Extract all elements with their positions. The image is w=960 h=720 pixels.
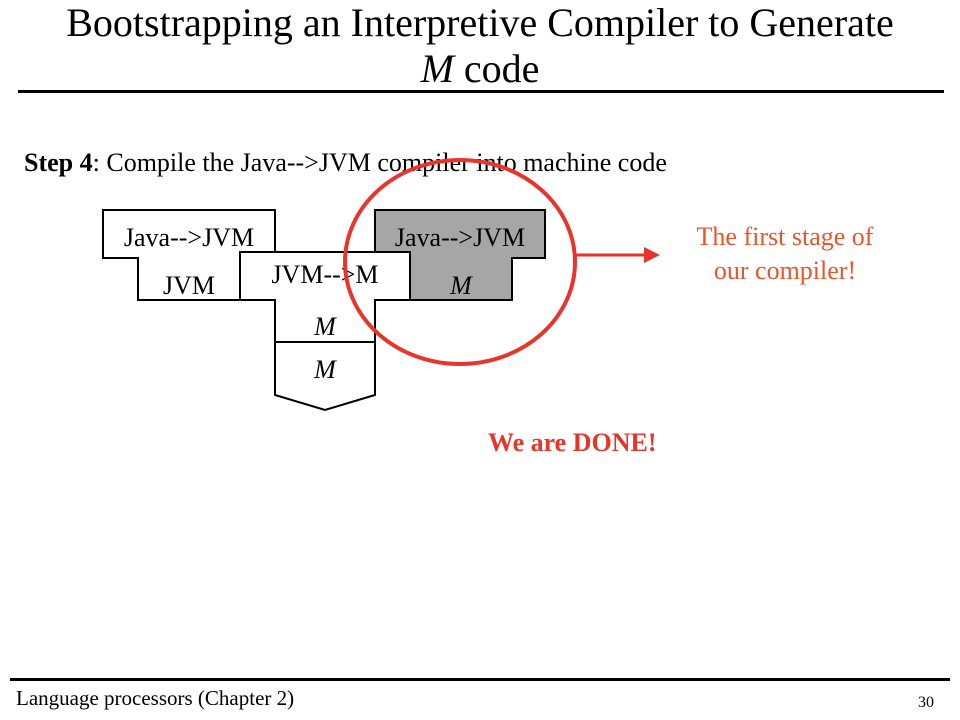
page-number: 30 [918, 694, 934, 711]
callout-note-line1: The first stage of [696, 222, 874, 251]
title-main: Bootstrapping an Interpretive Compiler t… [66, 0, 894, 45]
step-text: : Compile the Java-->JVM compiler into m… [92, 148, 667, 177]
title-tail: code [453, 46, 540, 91]
highlight-circle [343, 158, 577, 366]
callout-note-line2: our compiler! [713, 256, 857, 285]
slide-title: Bootstrapping an Interpretive Compiler t… [0, 0, 960, 92]
output-compiler-top-label: Java-->JVM [395, 223, 525, 252]
title-italic-m: M [420, 46, 454, 91]
output-compiler-bottom-label: M [449, 271, 473, 300]
callout-arrowhead [644, 247, 660, 263]
title-underline [18, 90, 944, 93]
source-compiler-bottom-label: JVM [163, 271, 215, 300]
footer-rule [10, 678, 950, 681]
machine-pentagon [274, 341, 376, 412]
footer-course-label: Language processors (Chapter 2) [16, 686, 295, 710]
machine-label: M [313, 355, 337, 384]
step-caption: Step 4: Compile the Java-->JVM compiler … [24, 148, 667, 178]
done-message: We are DONE! [488, 428, 657, 457]
callout-note: The first stage of our compiler! [660, 220, 910, 288]
translator-bottom-label: M [313, 312, 337, 341]
step-label: Step 4 [24, 148, 93, 177]
source-compiler-top-label: Java-->JVM [124, 223, 254, 252]
translator-top-label: JVM-->M [271, 260, 378, 289]
